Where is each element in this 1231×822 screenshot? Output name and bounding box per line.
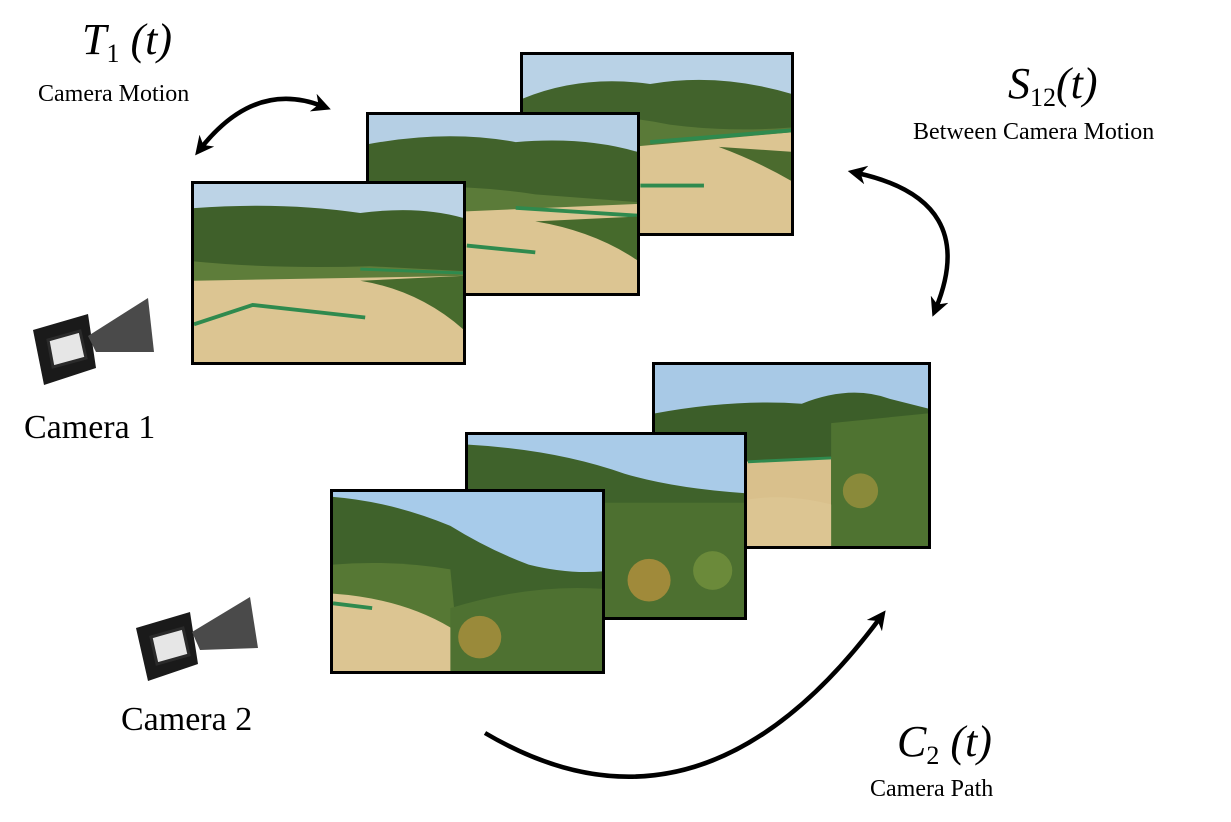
between-camera-arrow [847,165,950,317]
camera-path-arrow [483,610,886,779]
t1-symbol: T [82,15,107,64]
c2-caption: Camera Path [870,776,994,802]
s12-symbol: S [1008,59,1030,108]
s12-subscript: 12 [1030,83,1056,112]
t1-label: T1 (t) [82,18,172,67]
landscape-image [333,492,602,671]
camera-motion-arrow [195,93,331,156]
camera1-name: Camera 1 [24,409,156,446]
c2-subscript: 2 [926,741,940,770]
camera2-frame-1 [330,489,605,674]
s12-caption: Between Camera Motion [913,119,1155,145]
camera1-icon [33,298,154,385]
c2-symbol: C [897,717,927,766]
s12-arg: (t) [1056,59,1098,108]
s12-label: S12(t) [1008,62,1098,111]
c2-label: C2 (t) [897,720,992,769]
camera2-icon [136,597,258,681]
camera2-name: Camera 2 [121,701,253,738]
c2-arg: (t) [950,717,992,766]
t1-arg: (t) [130,15,173,64]
landscape-image [194,184,463,362]
t1-subscript: 1 [106,39,120,68]
t1-caption: Camera Motion [38,81,190,107]
camera1-frame-1 [191,181,466,365]
